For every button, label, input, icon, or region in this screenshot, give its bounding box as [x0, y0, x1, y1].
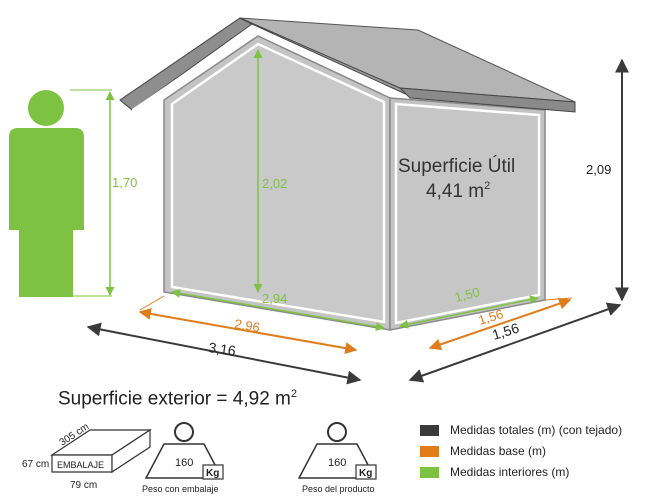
legend-swatch [420, 424, 439, 436]
weight-unit-box [355, 464, 377, 480]
shed-front-wall-inner [170, 42, 386, 324]
shed-body [163, 35, 546, 331]
shed-side-wall-inner [394, 102, 541, 325]
legend-swatch [420, 445, 439, 457]
legend-item-interior: Medidas interiores (m) [420, 462, 645, 482]
exterior-area-exponent: 2 [290, 388, 297, 400]
interior-width-label: 2,94 [262, 291, 287, 306]
weight-product: 160 Kg Peso del producto [297, 422, 377, 494]
base-width-guide [139, 295, 165, 311]
legend-label: Medidas totales (m) (con tejado) [450, 423, 623, 437]
legend-item-base: Medidas base (m) [420, 441, 645, 461]
weight-ring-icon [327, 422, 347, 442]
package-width-label: 79 cm [70, 480, 97, 491]
interior-height-label: 2,02 [262, 176, 287, 191]
package-box-label: EMBALAJE [57, 460, 104, 470]
person-silhouette [9, 90, 84, 297]
total-depth-label: 1,56 [490, 320, 521, 343]
total-height-label: 2,09 [586, 162, 611, 177]
useful-area-label: Superficie Útil [398, 155, 515, 177]
weight-unit: Kg [206, 468, 219, 479]
useful-area-value: 4,41 m2 [426, 180, 490, 202]
weight-with-packaging: 160 Kg Peso con embalaje [142, 422, 224, 494]
roof-eave [398, 87, 576, 113]
weight-unit: Kg [359, 468, 372, 479]
legend-label: Medidas base (m) [450, 444, 547, 458]
exterior-area-title: Superficie exterior = 4,92 m2 [58, 388, 297, 410]
useful-area-number: 4,41 m [426, 181, 484, 202]
legend-label: Medidas interiores (m) [450, 465, 570, 479]
total-width-line [86, 322, 362, 385]
legend-item-total: Medidas totales (m) (con tejado) [420, 420, 645, 440]
total-width-label: 3,16 [208, 339, 237, 359]
roof-trim [131, 27, 406, 111]
base-width-label: 2,96 [234, 316, 261, 335]
person-height-label: 1,70 [112, 175, 137, 190]
weight-value: 160 [328, 457, 346, 469]
shed-roof [119, 17, 576, 113]
weight-caption: Peso del producto [302, 484, 375, 494]
legend-swatch [420, 466, 439, 478]
weight-unit-box [202, 464, 224, 480]
package-height-label: 67 cm [22, 459, 49, 470]
useful-area-exponent: 2 [484, 180, 490, 192]
weight-value: 160 [175, 457, 193, 469]
package-box-side [111, 428, 151, 474]
package-box: EMBALAJE 305 cm 67 cm 79 cm [22, 421, 153, 491]
legend: Medidas totales (m) (con tejado) Medidas… [420, 420, 645, 483]
weight-ring-icon [174, 422, 194, 442]
weight-caption: Peso con embalaje [142, 484, 219, 494]
exterior-area-text: Superficie exterior = 4,92 m [58, 388, 291, 410]
total-depth-line [408, 302, 622, 383]
